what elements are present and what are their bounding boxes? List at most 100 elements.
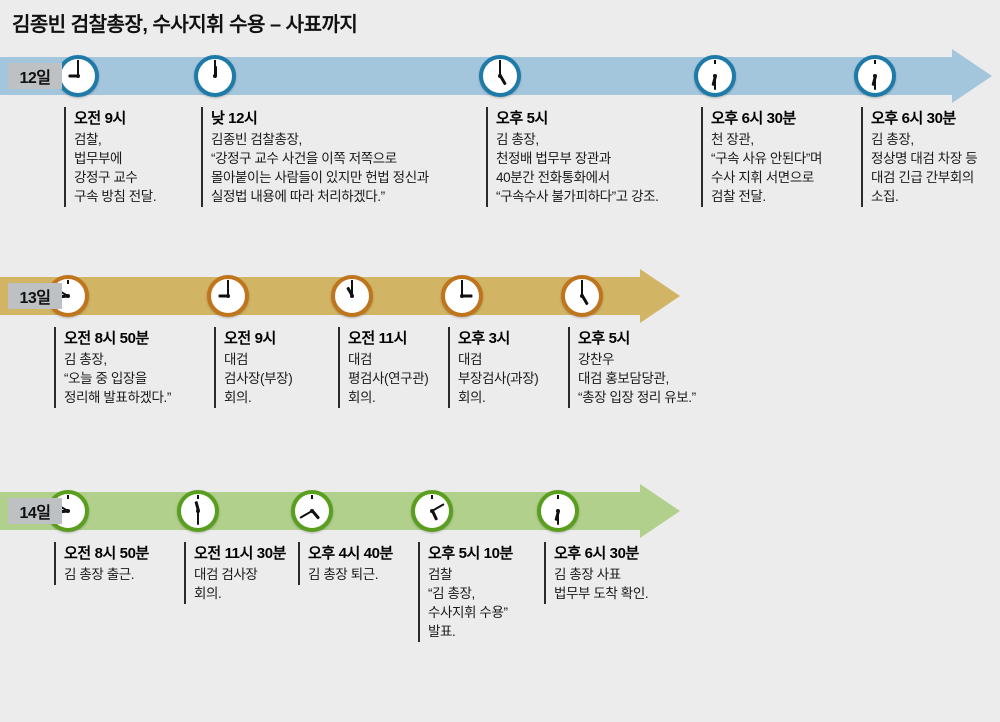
event-description-line: 천정배 법무부 장관과 <box>496 150 611 166</box>
event-description-line: 회의. <box>224 389 252 405</box>
event-description-line: 검찰 전달. <box>711 188 766 204</box>
event-description-line: 수사지휘 수용” <box>428 604 508 620</box>
clock-icon <box>207 275 249 317</box>
clock-icon <box>411 490 453 532</box>
event-description-line: 실정법 내용에 따라 처리하겠다.” <box>211 188 385 204</box>
event-description-line: 김 총장 퇴근. <box>308 567 379 582</box>
event-time-label: 오후 3시 <box>458 330 510 347</box>
arrow-band <box>0 57 952 95</box>
clock-twelve-tick <box>557 495 559 499</box>
event-description-line: 대검 <box>224 352 249 367</box>
day-label: 13일 <box>8 283 62 309</box>
day-label: 14일 <box>8 498 62 524</box>
clock-twelve-tick <box>67 495 69 499</box>
event-description-line: 검사장(부장) <box>224 370 293 386</box>
clock-minute-hand <box>227 282 229 296</box>
event-description-line: 대검 홍보담당관, <box>578 370 669 386</box>
clock-minute-hand <box>197 511 199 525</box>
event-description-line: 회의. <box>458 389 486 405</box>
event-time-label: 오후 6시 30분 <box>554 545 639 562</box>
arrow-band <box>0 277 640 315</box>
clock-minute-hand <box>214 62 216 76</box>
event-description-line: 대검 <box>458 352 483 367</box>
clock-icon <box>441 275 483 317</box>
event-time-label: 오후 5시 <box>578 330 630 347</box>
event-description-line: 발표. <box>428 623 456 639</box>
clock-center-dot <box>196 509 200 513</box>
event-description-line: 정리해 발표하겠다.” <box>64 389 171 405</box>
event-description-line: 법무부 도착 확인. <box>554 585 649 601</box>
clock-minute-hand <box>581 282 583 296</box>
page-title: 김종빈 검찰총장, 수사지휘 수용 – 사표까지 <box>12 14 358 36</box>
clock-icon <box>479 55 521 97</box>
event-description-line: “강정구 교수 사건을 이쪽 저쪽으로 <box>211 150 397 166</box>
event-description-line: 구속 방침 전달. <box>74 188 157 204</box>
event-description-line: 40분간 전화통화에서 <box>496 169 610 185</box>
event-description-line: 평검사(연구관) <box>348 370 429 386</box>
event-description-line: “김 총장, <box>428 585 475 601</box>
clock-twelve-tick <box>431 495 433 499</box>
event-description-line: 수사 지휘 서면으로 <box>711 169 814 185</box>
event-description-line: 정상명 대검 차장 등 <box>871 150 978 166</box>
event-description-line: 회의. <box>348 389 376 405</box>
clock-center-dot <box>713 74 717 78</box>
event-description-line: 대검 <box>348 352 373 367</box>
clock-minute-hand <box>499 62 501 76</box>
clock-twelve-tick <box>874 60 876 64</box>
clock-icon <box>561 275 603 317</box>
clock-icon <box>331 275 373 317</box>
day-label: 12일 <box>8 63 62 89</box>
clock-center-dot <box>430 509 434 513</box>
event-description-line: 소집. <box>871 188 899 204</box>
clock-twelve-tick <box>197 495 199 499</box>
event-description-line: 김종빈 검찰총장, <box>211 132 302 147</box>
event-description-line: 검찰 <box>428 567 453 582</box>
clock-center-dot <box>580 294 584 298</box>
clock-center-dot <box>213 74 217 78</box>
clock-minute-hand <box>714 76 716 90</box>
event-time-label: 오전 11시 <box>348 330 408 347</box>
event-description-line: “총장 입장 정리 유보.” <box>578 389 696 405</box>
event-time-label: 오전 9시 <box>74 110 126 127</box>
clock-center-dot <box>873 74 877 78</box>
event-description-line: “구속 사유 안된다”며 <box>711 150 823 166</box>
clock-icon <box>57 55 99 97</box>
clock-twelve-tick <box>311 495 313 499</box>
clock-icon <box>177 490 219 532</box>
clock-twelve-tick <box>67 280 69 284</box>
event-time-label: 오후 4시 40분 <box>308 545 393 562</box>
event-description-line: 회의. <box>194 585 222 601</box>
event-description-line: 대검 검사장 <box>194 567 258 582</box>
arrow-head-icon <box>640 269 680 323</box>
event-time-label: 오전 8시 50분 <box>64 330 149 347</box>
arrow-head-icon <box>952 49 992 103</box>
event-description-line: 김 총장 사표 <box>554 567 621 582</box>
clock-icon <box>194 55 236 97</box>
clock-center-dot <box>460 294 464 298</box>
clock-minute-hand <box>461 282 463 296</box>
event-description-line: 강찬우 <box>578 352 615 367</box>
event-description-line: 김 총장 출근. <box>64 567 135 582</box>
event-time-label: 낮 12시 <box>211 110 258 127</box>
clock-center-dot <box>76 74 80 78</box>
clock-center-dot <box>66 509 70 513</box>
event-time-label: 오후 6시 30분 <box>711 110 796 127</box>
clock-center-dot <box>556 509 560 513</box>
event-description-line: 김 총장, <box>64 352 107 367</box>
event-time-label: 오전 9시 <box>224 330 276 347</box>
event-description-line: 검찰, <box>74 132 102 147</box>
event-description-line: 강정구 교수 <box>74 169 138 185</box>
event-description-line: 김 총장, <box>496 132 539 147</box>
event-time-label: 오후 5시 10분 <box>428 545 513 562</box>
